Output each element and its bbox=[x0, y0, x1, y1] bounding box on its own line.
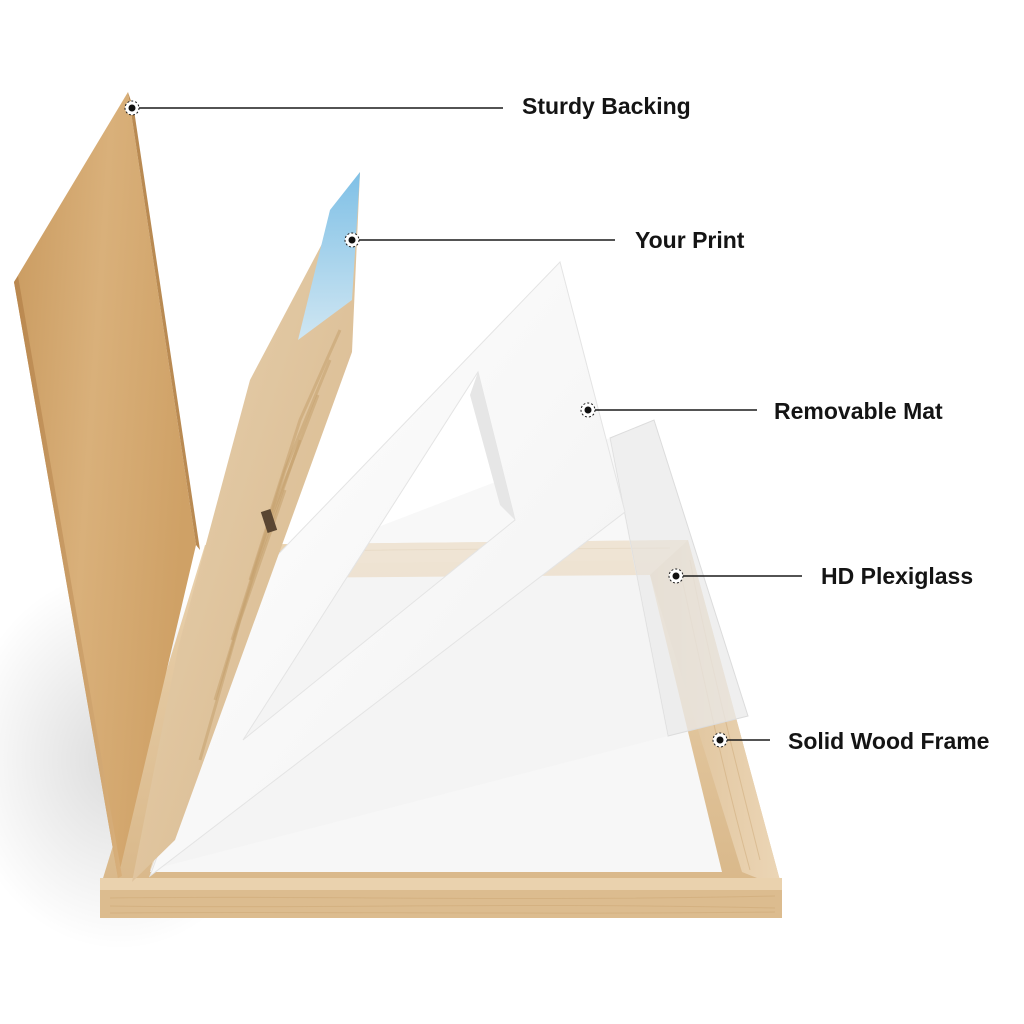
callout-dot-print bbox=[344, 232, 360, 248]
callout-dot-mat bbox=[580, 402, 596, 418]
label-sturdy-backing: Sturdy Backing bbox=[522, 93, 691, 119]
label-solid-wood-frame: Solid Wood Frame bbox=[788, 728, 990, 754]
label-hd-plexiglass: HD Plexiglass bbox=[821, 563, 974, 589]
print-sheet bbox=[132, 172, 360, 882]
label-removable-mat: Removable Mat bbox=[774, 398, 943, 424]
leader-lines bbox=[132, 107, 802, 741]
backing-board bbox=[14, 92, 200, 878]
label-your-print: Your Print bbox=[635, 227, 745, 253]
callout-dot-plexiglass bbox=[668, 568, 684, 584]
callout-dot-backing bbox=[124, 100, 140, 116]
callout-dot-frame bbox=[712, 732, 728, 748]
callout-dots bbox=[124, 100, 728, 748]
